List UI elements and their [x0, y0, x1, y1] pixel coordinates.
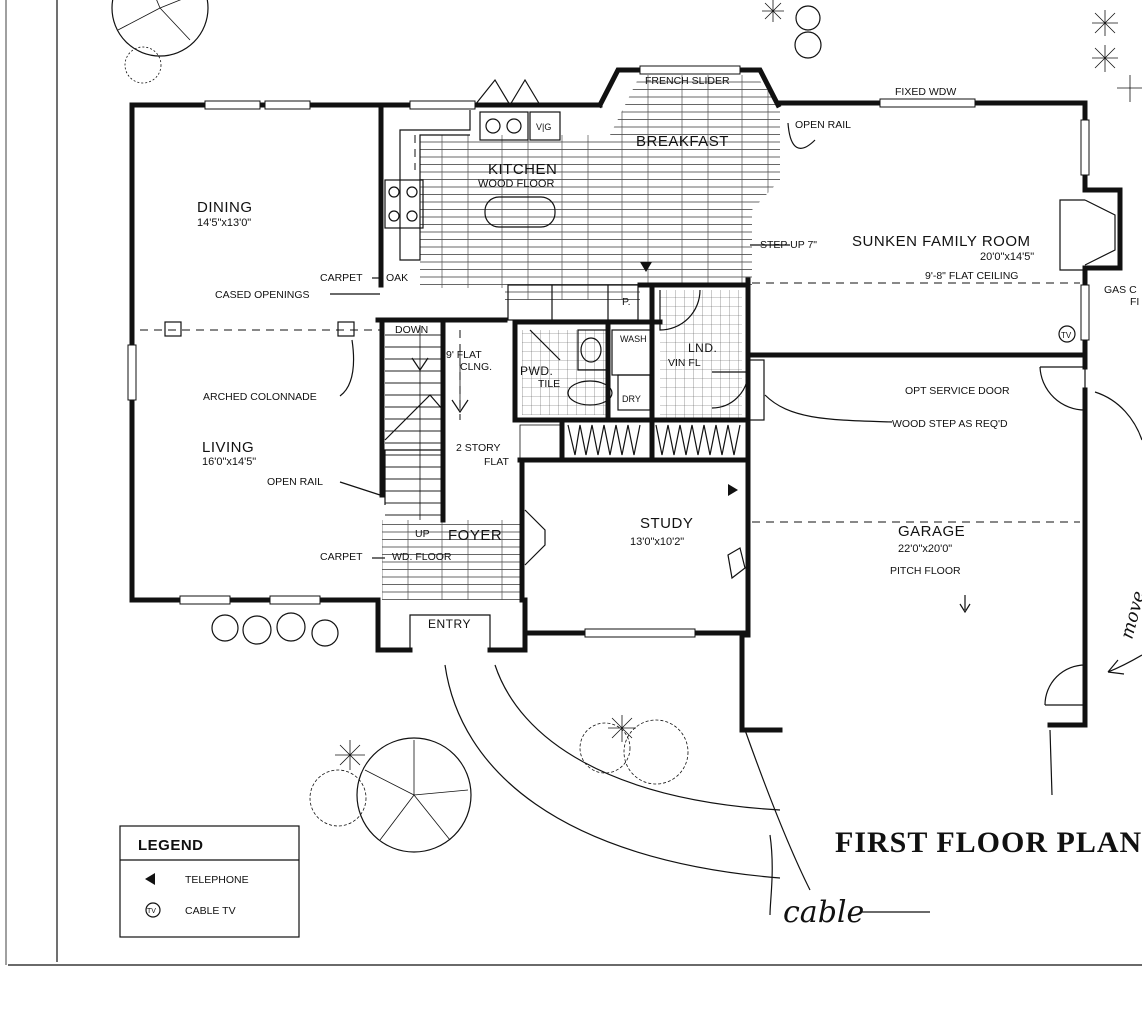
legend: LEGEND TELEPHONE TV CABLE TV [119, 825, 300, 938]
powder-floor: TILE [538, 378, 560, 390]
windows [127, 65, 1090, 638]
svg-text:TV: TV [147, 908, 156, 915]
garage-floor: PITCH FLOOR [890, 565, 961, 577]
laundry-label: LND. [688, 341, 717, 355]
legend-title: LEGEND [138, 837, 204, 854]
ceiling-note: CLNG. [460, 361, 492, 373]
foyer-label: FOYER [448, 527, 502, 544]
sheet-border [5, 0, 1142, 966]
telephone-icon [145, 873, 155, 885]
doors [409, 78, 1116, 706]
french-slider-note: FRENCH SLIDER [645, 75, 730, 87]
cable-tv-outlet: TV [1058, 325, 1076, 343]
two-story-note: 2 STORY [456, 442, 501, 454]
service-door-note: OPT SERVICE DOOR [905, 385, 1010, 397]
landscaping [111, 0, 1142, 853]
coat-closet [519, 419, 741, 461]
fixed-window-note: FIXED WDW [895, 86, 956, 98]
legend-cable-tv-label: CABLE TV [185, 905, 236, 917]
handwritten-cable: cable [783, 895, 864, 930]
dining-label: DINING [197, 199, 253, 216]
pantry-label: P. [622, 296, 631, 308]
gas-fireplace-note: GAS C [1104, 284, 1137, 296]
flat-note: FLAT [484, 456, 509, 468]
wood-floor-note: WD. FLOOR [392, 551, 452, 563]
dishwasher-label: V|G [536, 122, 551, 132]
room-labels: DINING 14'5"x13'0" LIVING 16'0"x14'5" KI… [197, 133, 1034, 631]
garage-dim: 22'0"x20'0" [898, 543, 952, 555]
stair-up-note: UP [415, 528, 430, 540]
handwritten-move-note: move [1117, 589, 1142, 642]
wood-step-note: WOOD STEP AS REQ'D [892, 418, 1008, 430]
kitchen-label: KITCHEN [488, 161, 557, 178]
living-label: LIVING [202, 439, 254, 456]
stair-down-note: DOWN [395, 324, 428, 336]
carpet-note: CARPET [320, 272, 363, 284]
svg-text:TV: TV [1061, 331, 1072, 340]
oak-note: OAK [386, 272, 408, 284]
open-rail-note: OPEN RAIL [795, 119, 851, 131]
plan-title: FIRST FLOOR PLAN [835, 826, 1142, 859]
flat-ceiling-note: 9'-8" FLAT CEILING [925, 270, 1018, 282]
flat-ceiling-9-note: 9' FLAT [446, 349, 482, 361]
dryer-label: DRY [622, 394, 641, 404]
handwritten-arrow-icon [1107, 654, 1142, 675]
tile-floor-hatch [522, 290, 742, 420]
open-rail-living-note: OPEN RAIL [267, 476, 323, 488]
walkway [444, 664, 1053, 916]
family-room-label: SUNKEN FAMILY ROOM [852, 233, 1030, 250]
cable-tv-icon: TV [145, 902, 161, 918]
legend-telephone-label: TELEPHONE [185, 874, 249, 886]
dining-dim: 14'5"x13'0" [197, 217, 251, 229]
family-room-dim: 20'0"x14'5" [980, 251, 1034, 263]
wood-floor-hatch [382, 75, 780, 600]
powder-label: PWD. [520, 364, 553, 378]
cased-openings-note: CASED OPENINGS [215, 289, 310, 301]
leader-lines [330, 122, 1142, 559]
study-dim: 13'0"x10'2" [630, 536, 684, 548]
laundry-floor: VIN FL [668, 357, 701, 369]
kitchen-floor: WOOD FLOOR [478, 178, 554, 190]
arched-colonnade-note: ARCHED COLONNADE [203, 391, 317, 403]
garage-label: GARAGE [898, 523, 965, 540]
kitchen-fixtures [384, 110, 652, 321]
gas-fireplace-note-2: FI [1130, 296, 1139, 308]
plan-notes: FRENCH SLIDER FIXED WDW OPEN RAIL STEP U… [203, 75, 1139, 563]
step-up-note: STEP UP 7" [760, 239, 817, 251]
washer-label: WASH [620, 334, 647, 344]
carpet-foyer-note: CARPET [320, 551, 363, 563]
study-label: STUDY [640, 515, 693, 532]
breakfast-label: BREAKFAST [636, 133, 729, 150]
svg-text:move: move [1117, 589, 1142, 642]
entry-label: ENTRY [428, 617, 471, 631]
dashed-lines [140, 135, 1080, 614]
living-dim: 16'0"x14'5" [202, 456, 256, 468]
